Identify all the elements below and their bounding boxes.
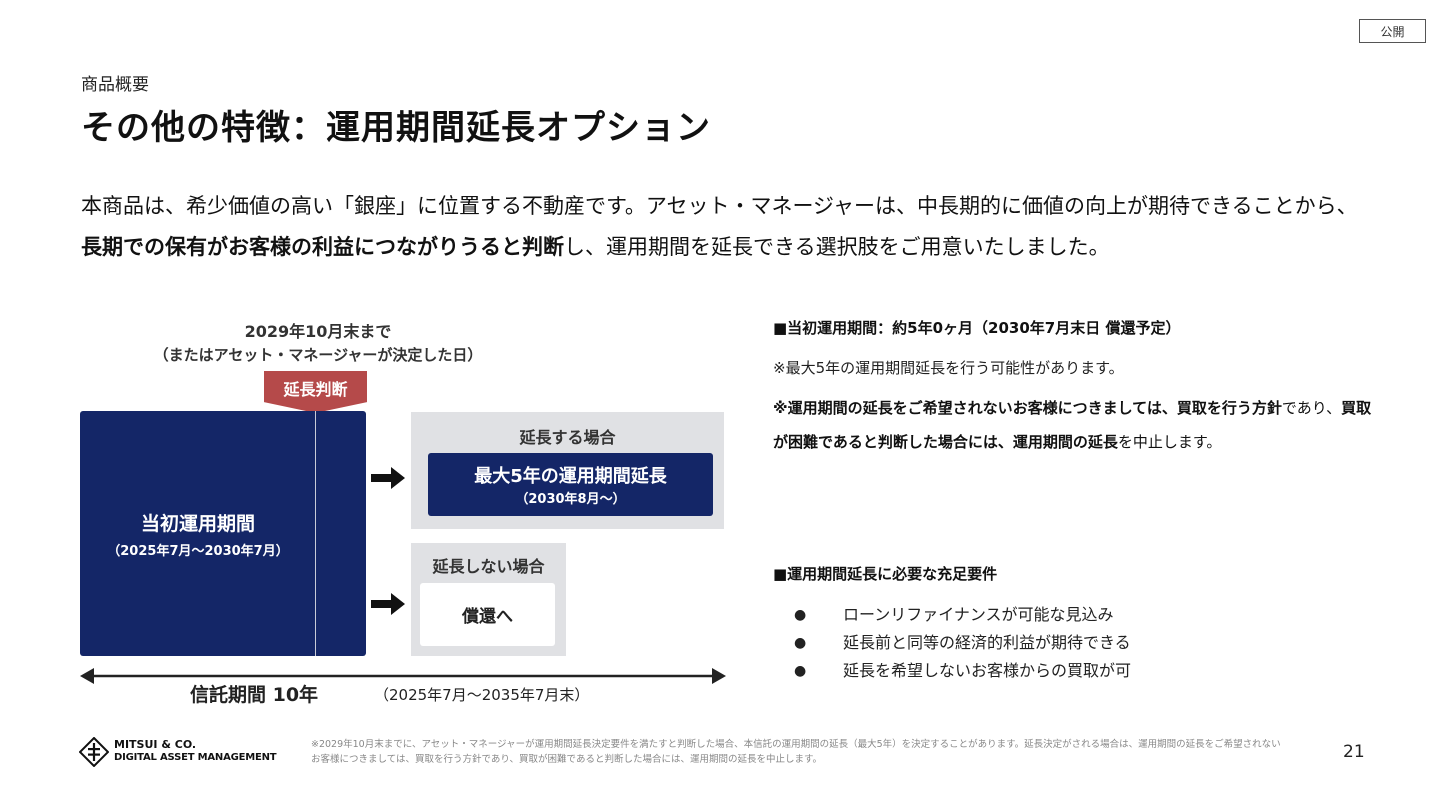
intro-text-1: 本商品は、希少価値の高い「銀座」に位置する不動産です。アセット・マネージャーは、… (81, 194, 1358, 218)
company-name-line2: DIGITAL ASSET MANAGEMENT (114, 752, 277, 763)
requirements-list: ● ローンリファイナンスが可能な見込み ● 延長前と同等の経済的利益が期待できる ●… (790, 601, 1131, 685)
list-item: ● 延長前と同等の経済的利益が期待できる (790, 629, 1131, 657)
initial-period-range: （2025年7月～2030年7月） (107, 544, 289, 559)
company-logo-icon (79, 737, 109, 767)
requirements-heading: ■運用期間延長に必要な充足要件 (773, 565, 998, 583)
bullet-icon: ● (794, 635, 807, 651)
initial-period-label: 当初運用期間 (140, 513, 255, 535)
public-badge: 公開 (1359, 19, 1426, 43)
extend-case-title: 延長する場合 (519, 428, 616, 447)
section-label: 商品概要 (81, 75, 149, 95)
company-name-line1: MITSUI & CO. (114, 738, 197, 751)
policy-text-2: を中止します。 (1117, 433, 1222, 451)
extend-period-range: （2030年8月～） (515, 492, 626, 507)
extension-note: ※最大5年の運用期間延長を行う可能性があります。 (773, 359, 1124, 377)
bullet-icon: ● (794, 607, 807, 623)
deadline-note: （またはアセット・マネージャーが決定した日） (153, 346, 483, 364)
arrow-right-icon (371, 593, 405, 615)
initial-period-box (80, 411, 366, 656)
requirement-text: ローンリファイナンスが可能な見込み (843, 605, 1114, 624)
judgement-divider (315, 411, 316, 656)
policy-emphasis-2: 買取が困難であると判断した場合には、運用期間の延長 (773, 399, 1372, 451)
list-item: ● 延長を希望しないお客様からの買取が可 (790, 657, 1131, 685)
trust-period-range: （2025年7月～2035年7月末） (374, 686, 590, 704)
page-number: 21 (1343, 742, 1365, 762)
trust-period-arrow (80, 668, 726, 684)
initial-period-heading: ■当初運用期間：約5年0ヶ月（2030年7月末日 償還予定） (773, 319, 1181, 337)
redemption-box (420, 583, 555, 646)
list-item: ● ローンリファイナンスが可能な見込み (790, 601, 1131, 629)
policy-text-1: であり、 (1281, 399, 1342, 417)
requirement-text: 延長前と同等の経済的利益が期待できる (843, 633, 1131, 652)
policy-emphasis-1: ※運用期間の延長をご希望されないお客様につきましては、買取を行う方針 (773, 399, 1282, 417)
buyback-policy: ※運用期間の延長をご希望されないお客様につきましては、買取を行う方針であり、買取… (773, 391, 1373, 459)
intro-paragraph: 本商品は、希少価値の高い「銀座」に位置する不動産です。アセット・マネージャーは、… (81, 186, 1371, 268)
footnote: ※2029年10月末までに、アセット・マネージャーが運用期間延長決定要件を満たす… (311, 739, 1281, 765)
trust-period-label: 信託期間 10年 (190, 684, 319, 706)
intro-text-2: し、運用期間を延長できる選択肢をご用意いたしました。 (564, 235, 1110, 259)
page-title: その他の特徴：運用期間延長オプション (81, 108, 711, 148)
intro-emphasis: 長期での保有がお客様の利益につながりうると判断 (81, 235, 564, 259)
judgement-tag: 延長判断 (264, 371, 367, 413)
extend-period-label: 最大5年の運用期間延長 (474, 466, 667, 487)
requirement-text: 延長を希望しないお客様からの買取が可 (843, 661, 1132, 680)
redemption-label: 償還へ (462, 607, 513, 627)
extend-period-box (428, 453, 713, 516)
deadline-label: 2029年10月末まで (244, 322, 392, 341)
no-extend-case-title: 延長しない場合 (432, 557, 545, 576)
arrow-right-icon (371, 467, 405, 489)
bullet-icon: ● (794, 663, 807, 679)
